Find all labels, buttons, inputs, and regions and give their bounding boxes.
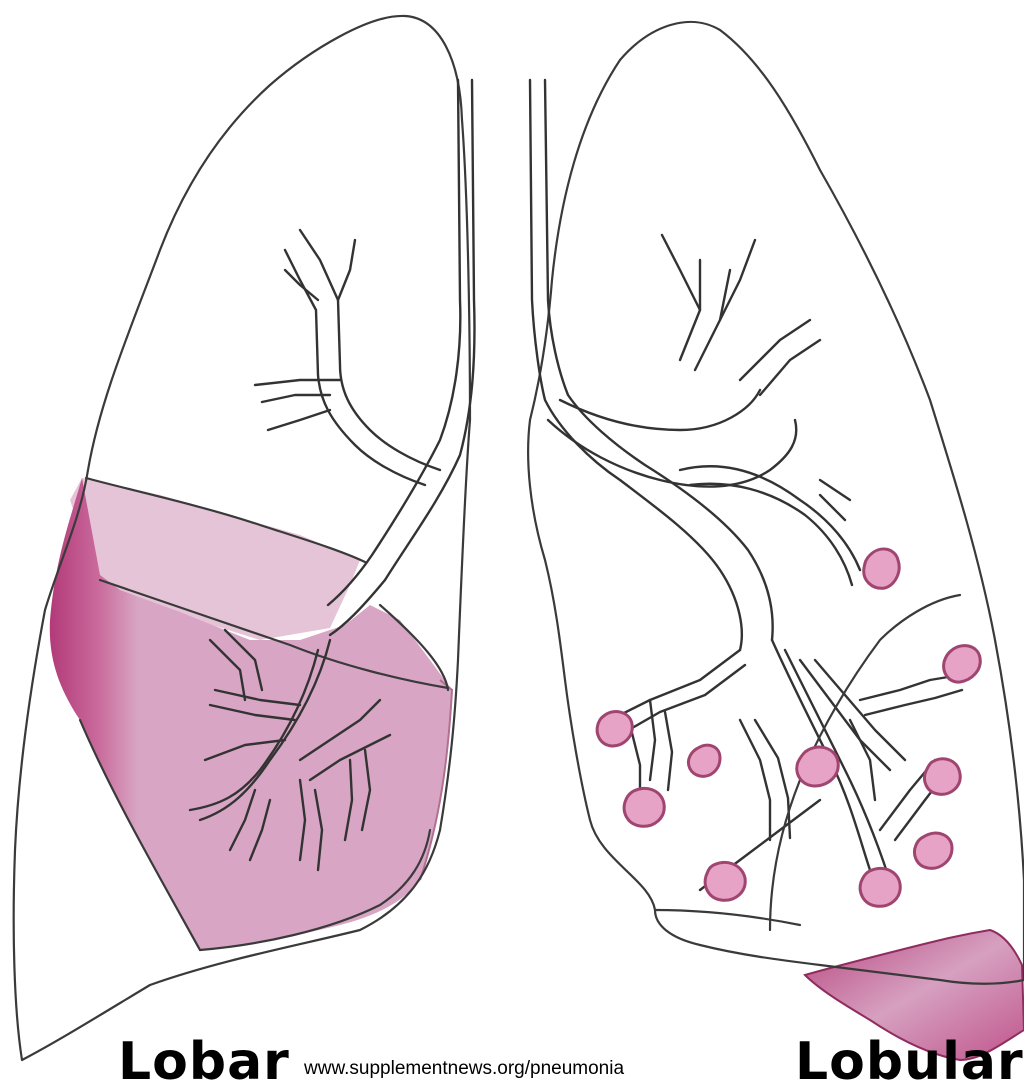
source-url-text: www.supplementnews.org/pneumonia <box>304 1058 624 1080</box>
lobar-label: Lobar <box>118 1032 290 1092</box>
left-lung <box>14 16 475 1060</box>
right-bronchi <box>530 80 962 890</box>
lobular-label: Lobular <box>795 1032 1024 1092</box>
right-lower-boundary <box>655 910 800 925</box>
right-lung <box>528 22 1024 1060</box>
